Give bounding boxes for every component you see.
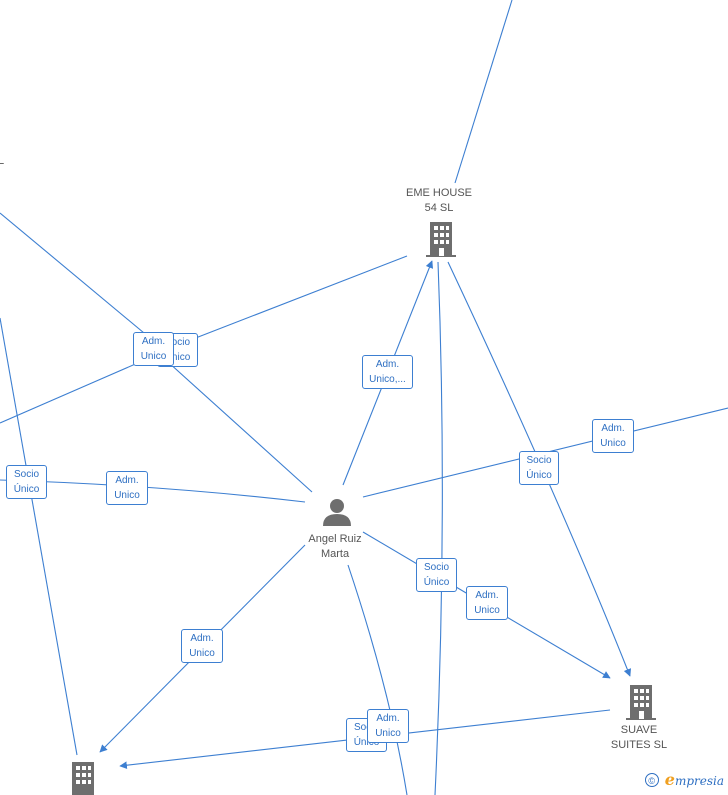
edge-eme-top (454, 0, 513, 184)
edge-label-line: Adm. (190, 633, 214, 644)
edge-label-adm-unico-bottom[interactable]: Adm. Unico (367, 709, 409, 743)
node-label-line: Marta (320, 548, 350, 560)
edge-label-line: Socio (164, 337, 190, 348)
copyright-icon: © (644, 772, 659, 787)
brand-logo: empresia (665, 770, 724, 789)
edge-label-line: Adm. (376, 713, 400, 724)
edge-label-adm-unico-left[interactable]: Adm. Unico (106, 471, 148, 505)
edge-label-line: Unico (600, 438, 626, 449)
person-icon[interactable] (323, 499, 351, 526)
watermark: © empresia (644, 770, 724, 789)
edge-label-line: Socio (423, 562, 449, 573)
edge-label-line: Único (423, 577, 450, 588)
edge-label-line: Unico (114, 490, 140, 501)
node-label-partial: L (0, 155, 5, 167)
edge-label-line: Único (353, 737, 380, 748)
node-label-suave-suites[interactable]: SUAVE SUITES SL (600, 723, 678, 753)
edge-label-line: Adm. (475, 590, 499, 601)
building-icon[interactable] (626, 685, 656, 720)
node-label-eme-house[interactable]: EME HOUSE 54 SL (400, 186, 478, 216)
building-icon[interactable] (426, 222, 456, 257)
edge-label-line: Adm. (375, 359, 400, 370)
edge-label-line: Unico (140, 351, 167, 362)
edge-label-line: Socio (13, 469, 39, 480)
edge-label-line: Socio (526, 455, 552, 466)
node-label-line: SUAVE (620, 724, 658, 736)
edge-label-line: Único (526, 470, 552, 481)
edge-label-adm-unico-eme[interactable]: Adm. Unico,... (362, 355, 413, 389)
edge-label-adm-unico-top[interactable]: Adm. Unico (133, 332, 174, 366)
edge-label-line: Unico,... (369, 374, 406, 385)
node-label-line: 54 SL (424, 202, 454, 214)
edge-label-line: Único (13, 484, 40, 495)
edge-label-line: Adm. (601, 423, 625, 434)
edge-label-line: Unico (474, 605, 500, 616)
edge-label-line: Unico (375, 728, 401, 739)
edge-label-socio-unico-right[interactable]: Socio Único (519, 451, 559, 485)
node-label-line: Angel Ruiz (308, 533, 362, 545)
brand-rest: mpresia (674, 774, 724, 788)
node-label-line: SUITES SL (610, 739, 668, 751)
node-label-line: EME HOUSE (405, 187, 472, 199)
edge-label-adm-unico-right[interactable]: Adm. Unico (592, 419, 634, 453)
edge-angel-down (347, 564, 408, 795)
edge-hub-to-angel (167, 361, 313, 493)
edge-label-line: Adm. (115, 475, 139, 486)
edge-topleft-to-hub (0, 212, 151, 339)
node-label-angel-ruiz[interactable]: Angel Ruiz Marta (298, 532, 372, 562)
edge-eme-down (434, 261, 443, 795)
edge-label-socio-unico-mid[interactable]: Socio Único (416, 558, 457, 592)
edge-label-adm-unico-lowleft[interactable]: Adm. Unico (181, 629, 223, 663)
edge-label-adm-unico-mid[interactable]: Adm. Unico (466, 586, 508, 620)
edge-left-hub-to-left-edge (0, 361, 141, 424)
edge-label-line: Unico (189, 648, 215, 659)
edge-label-line: Socio (349, 720, 384, 735)
brand-initial: e (664, 770, 675, 789)
edge-label-line: Único (164, 352, 191, 363)
edge-left-vertical (0, 317, 78, 756)
edge-label-line: Adm. (141, 336, 166, 347)
edge-label-socio-unico-left[interactable]: Socio Único (6, 465, 47, 499)
edge-eme-to-left-hub (174, 255, 408, 347)
building-icon[interactable] (68, 762, 98, 795)
